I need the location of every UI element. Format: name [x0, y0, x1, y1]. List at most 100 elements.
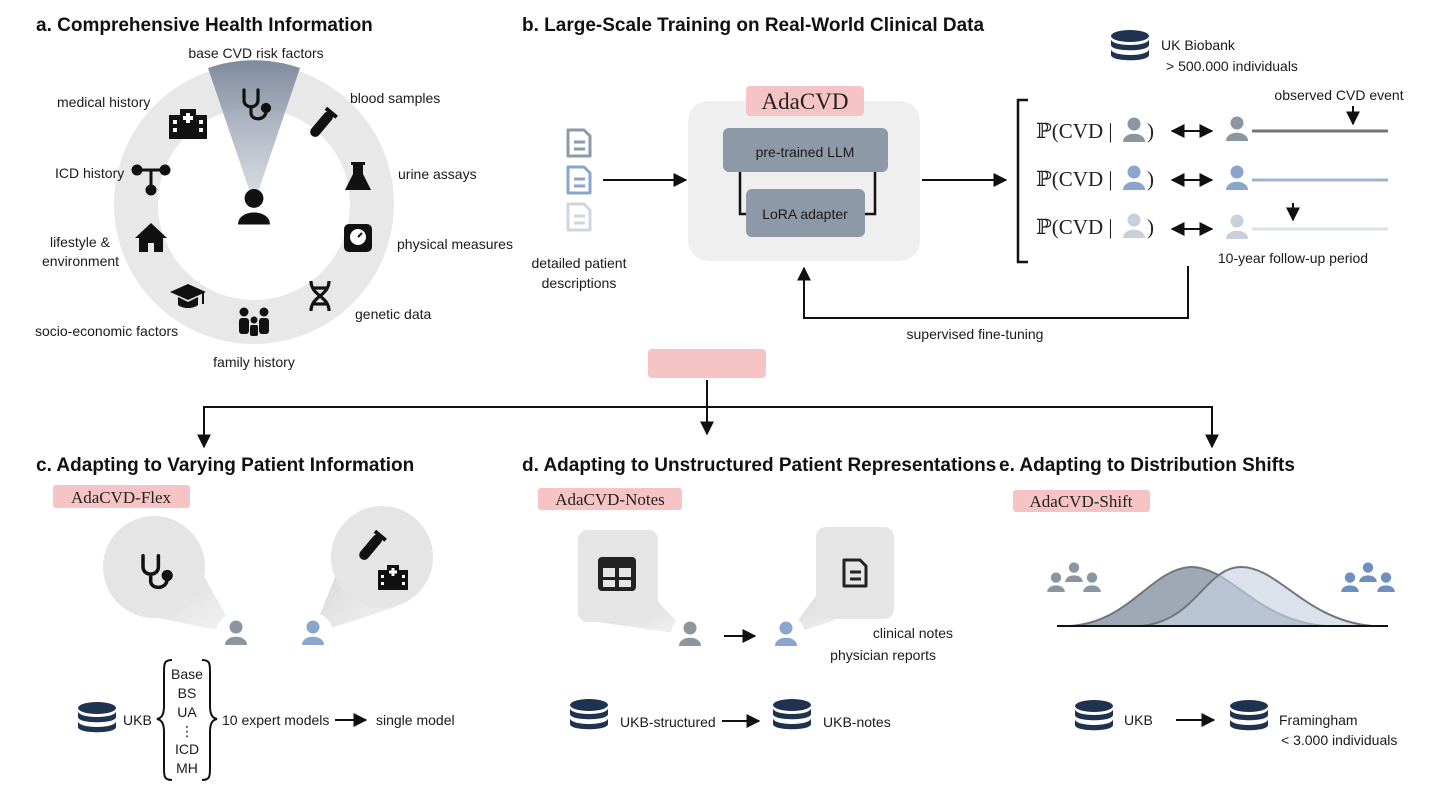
person-icon [1226, 116, 1248, 141]
followup-label: 10-year follow-up period [1218, 250, 1368, 266]
dataset-line1: UK Biobank [1161, 37, 1236, 53]
input-label-line1: detailed patient [532, 255, 627, 271]
list-brace-left [156, 659, 173, 781]
list-item-icd: ICD [175, 741, 199, 757]
model-badge [746, 86, 864, 116]
label-physical-measures: physical measures [397, 236, 513, 252]
label-blood-samples: blood samples [350, 90, 440, 106]
document-icon-1 [566, 128, 592, 158]
network-icon [131, 164, 171, 196]
flex-badge [53, 485, 190, 508]
prob-label-1: ℙ(CVD | [1036, 119, 1113, 143]
ukb-notes-database-icon [773, 699, 811, 730]
lora-bracket-left [738, 172, 746, 216]
notes-badge [538, 488, 682, 510]
list-item-base: Base [171, 666, 203, 682]
person-icon [1123, 213, 1145, 238]
input-label-line2: descriptions [542, 275, 617, 291]
panel-e-title: e. Adapting to Distribution Shifts [999, 455, 1295, 476]
panel-c-title: c. Adapting to Varying Patient Informati… [36, 455, 414, 476]
finetune-loop-arrow [797, 266, 1189, 319]
person-icon [1226, 165, 1248, 190]
flask-icon [345, 162, 371, 190]
pretrained-llm-label: pre-trained LLM [756, 144, 855, 160]
hospital-icon [169, 109, 207, 139]
label-genetic-data: genetic data [355, 306, 431, 322]
label-lifestyle-line1: lifestyle & [50, 234, 111, 250]
table-icon [598, 557, 636, 591]
document-icon-2 [566, 165, 592, 195]
label-base-cvd: base CVD risk factors [188, 45, 323, 61]
hospital-icon [378, 565, 408, 590]
family-icon [239, 307, 269, 336]
zoom-bubble-right [331, 506, 433, 608]
prob-label-3: ℙ(CVD | [1036, 215, 1113, 239]
label-icd-history: ICD history [55, 165, 124, 181]
health-wheel [114, 60, 394, 344]
prob-close-2: ) [1147, 167, 1154, 191]
prob-close-1: ) [1147, 119, 1154, 143]
target-label-d: UKB-notes [823, 714, 891, 730]
ukb-label-c: UKB [123, 712, 152, 728]
house-icon [135, 223, 167, 252]
shift-badge-label: AdaCVD-Shift [1030, 492, 1133, 511]
observed-event-label: observed CVD event [1274, 87, 1403, 103]
ukb-database-icon-e [1075, 700, 1113, 731]
prob-row-3: ℙ(CVD | ) [1036, 213, 1388, 239]
notes-badge-label: AdaCVD-Notes [555, 490, 665, 509]
prob-close-3: ) [1147, 215, 1154, 239]
person-icon [1226, 214, 1248, 239]
dna-icon [309, 280, 331, 312]
framingham-database-icon [1230, 700, 1268, 731]
panel-b-title: b. Large-Scale Training on Real-World Cl… [522, 15, 985, 36]
document-icon-3 [566, 202, 592, 232]
lora-bracket-right [865, 172, 877, 216]
lora-box [746, 189, 865, 237]
branch-arrows-sides [197, 406, 1219, 449]
prob-row-1: ℙ(CVD | ) [1036, 116, 1388, 143]
target-population-icon [1341, 562, 1395, 592]
scale-icon [344, 224, 372, 252]
source-population-icon [1047, 562, 1101, 592]
label-socio-economic: socio-economic factors [35, 323, 178, 339]
model-badge-label: AdaCVD [762, 89, 849, 114]
test-tube-icon [359, 529, 387, 560]
ukb-database-icon [78, 702, 116, 733]
target-distribution [1139, 565, 1373, 627]
single-model-label: single model [376, 712, 455, 728]
label-urine-assays: urine assays [398, 166, 477, 182]
output-bracket [1016, 98, 1028, 264]
notes-label-line1: clinical notes [873, 625, 953, 641]
shift-badge [1013, 490, 1150, 512]
prob-row-2: ℙ(CVD | ) [1036, 165, 1388, 191]
source-label-d: UKB-structured [620, 714, 716, 730]
stethoscope-icon [141, 553, 173, 590]
test-tube-icon [310, 106, 338, 137]
label-lifestyle-line2: environment [42, 253, 119, 269]
list-item-mh: MH [176, 760, 198, 776]
person-icon [1123, 165, 1145, 190]
list-item-ellipsis: ⋮ [180, 723, 194, 739]
list-brace-right [201, 659, 218, 781]
panel-d-title: d. Adapting to Unstructured Patient Repr… [522, 455, 996, 476]
zoom-bubble-left [103, 516, 205, 618]
person-icon [1123, 117, 1145, 142]
panel-a-title: a. Comprehensive Health Information [36, 15, 373, 36]
stethoscope-icon [242, 88, 272, 121]
uk-biobank-database-icon [1111, 30, 1149, 61]
experts-label: 10 expert models [222, 712, 329, 728]
lora-label: LoRA adapter [762, 206, 848, 222]
flex-badge-label: AdaCVD-Flex [71, 488, 172, 507]
pretrained-llm-box [723, 128, 888, 172]
list-item-ua: UA [177, 704, 197, 720]
label-medical-history: medical history [57, 94, 150, 110]
target-label-e-line2: < 3.000 individuals [1281, 732, 1397, 748]
notes-label-line2: physician reports [830, 647, 936, 663]
graduation-cap-icon [170, 284, 206, 308]
label-family-history: family history [213, 354, 295, 370]
ukb-structured-database-icon [570, 699, 608, 730]
list-item-bs: BS [178, 685, 197, 701]
dataset-line2: > 500.000 individuals [1166, 58, 1298, 74]
target-label-e-line1: Framingham [1279, 712, 1358, 728]
